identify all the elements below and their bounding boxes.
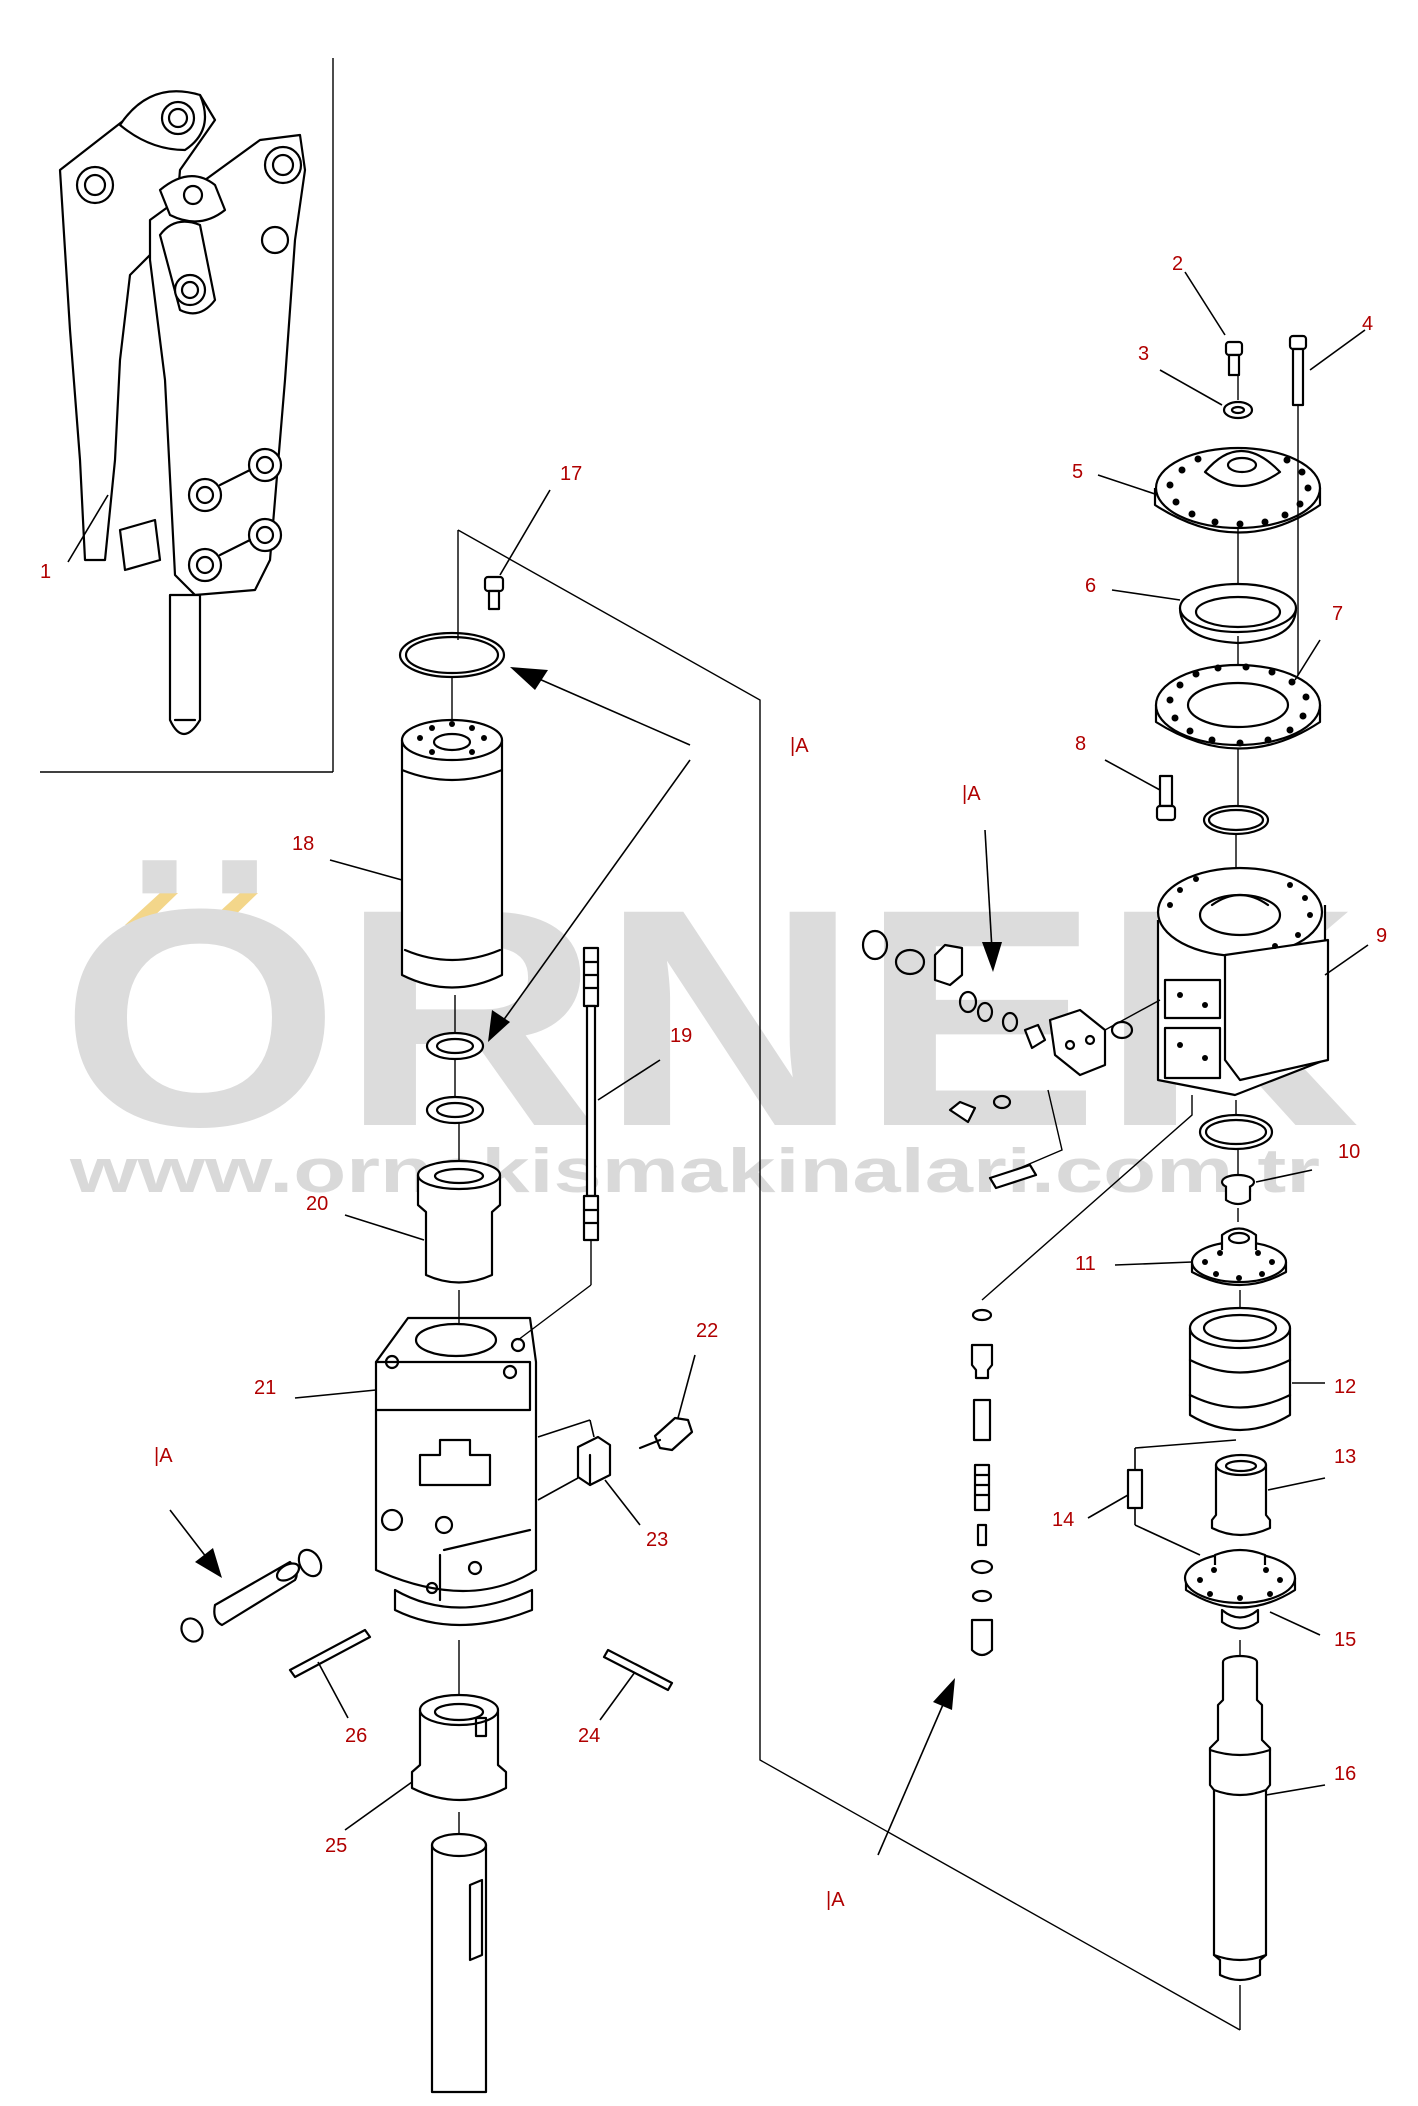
breaker-assembly-illustration — [58, 90, 307, 736]
callout-16: 16 — [1334, 1763, 1356, 1785]
part-pin-assembly — [180, 1548, 323, 1643]
callout-21: 21 — [254, 1377, 276, 1399]
part-9-cylinder-head — [1156, 866, 1330, 1097]
part-valve-stack — [970, 1308, 994, 1657]
reference-tag-a1: |A — [790, 735, 809, 757]
part-12-bearing — [1188, 1306, 1292, 1431]
part-19-tie-rod — [582, 946, 600, 1242]
part-3-washer — [1222, 400, 1254, 420]
part-11-valve-body — [1190, 1227, 1288, 1286]
callout-8: 8 — [1075, 733, 1086, 755]
part-15-flange — [1183, 1548, 1297, 1630]
part-24-pin — [602, 1648, 674, 1692]
callout-7: 7 — [1332, 603, 1343, 625]
reference-arrows — [169, 667, 1002, 1856]
part-6-seal — [1178, 582, 1298, 645]
part-13-sleeve — [1210, 1453, 1272, 1537]
callout-4: 4 — [1362, 313, 1373, 335]
callout-13: 13 — [1334, 1446, 1356, 1468]
callout-2: 2 — [1172, 253, 1183, 275]
callout-26: 26 — [345, 1725, 367, 1747]
watermark: ÖRNEK www.ornekismakinalari.com.tr — [60, 844, 1360, 1206]
part-seal-b — [425, 1095, 485, 1125]
part-23-adapter — [576, 1435, 612, 1487]
callout-25: 25 — [325, 1835, 347, 1857]
callout-20: 20 — [306, 1193, 328, 1215]
callout-11: 11 — [1075, 1253, 1096, 1275]
callout-22: 22 — [696, 1320, 718, 1342]
part-17-screw — [483, 575, 505, 611]
part-16-piston — [1208, 1654, 1272, 1982]
part-7-flange — [1154, 663, 1322, 750]
callout-9: 9 — [1376, 925, 1387, 947]
callout-10: 10 — [1338, 1141, 1360, 1163]
callout-12: 12 — [1334, 1376, 1356, 1398]
callout-3: 3 — [1138, 343, 1149, 365]
part-10-valve — [1220, 1173, 1256, 1206]
part-o-ring-top — [398, 631, 506, 679]
part-seal-a — [425, 1031, 485, 1061]
callout-14: 14 — [1052, 1509, 1074, 1531]
reference-tag-a4: |A — [826, 1889, 845, 1911]
watermark-accent-left — [125, 893, 178, 925]
part-chisel — [430, 1832, 488, 2094]
left-column-parts — [180, 575, 694, 2094]
watermark-url: www.ornekismakinalari.com.tr — [69, 1137, 1320, 1206]
part-25-bushing — [410, 1693, 508, 1802]
callout-19: 19 — [670, 1025, 692, 1047]
callout-23: 23 — [646, 1529, 668, 1551]
reference-tag-a2: |A — [962, 783, 981, 805]
part-8-screw — [1155, 774, 1177, 822]
part-2-screw — [1224, 340, 1244, 377]
part-5-top-cover — [1153, 446, 1322, 534]
callout-1: 1 — [40, 561, 51, 583]
part-4-screw — [1288, 334, 1308, 407]
callout-6: 6 — [1085, 575, 1096, 597]
callout-18: 18 — [292, 833, 314, 855]
part-20-bushing — [416, 1159, 502, 1284]
callout-5: 5 — [1072, 461, 1083, 483]
reference-tag-a3: |A — [154, 1445, 173, 1467]
callout-numbers: 1 2 3 4 5 6 7 8 9 10 11 12 13 14 15 16 1… — [40, 253, 1387, 1911]
part-side-valve-group — [861, 929, 1134, 1190]
inset-frame — [40, 58, 334, 773]
watermark-accent-right — [205, 893, 258, 925]
part-14-pin — [1126, 1468, 1144, 1510]
part-26-pin — [288, 1628, 372, 1679]
callout-17: 17 — [560, 463, 582, 485]
watermark-brand: ÖRNEK — [60, 844, 1360, 1191]
part-21-front-head — [374, 1316, 538, 1627]
callout-15: 15 — [1334, 1629, 1356, 1651]
leader-lines — [67, 271, 1369, 2031]
part-18-cylinder — [400, 718, 504, 989]
part-22-nipple — [638, 1416, 694, 1452]
callout-24: 24 — [578, 1725, 600, 1747]
